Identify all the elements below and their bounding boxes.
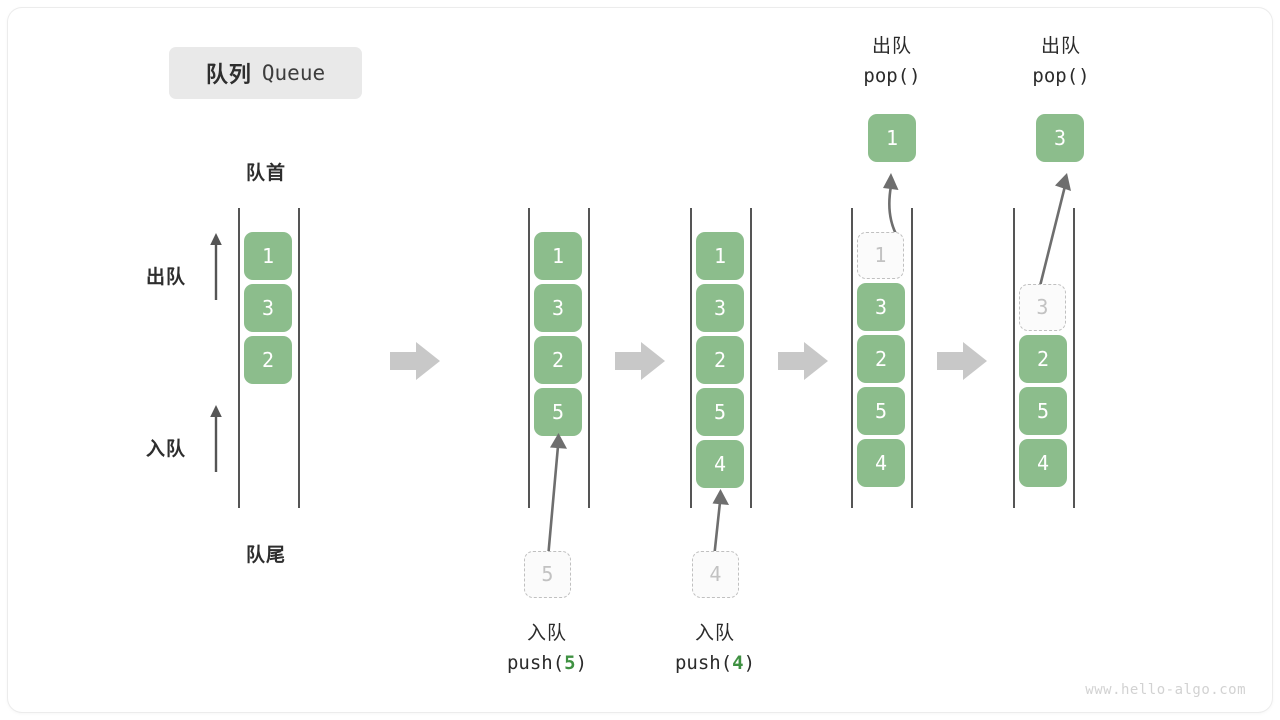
step-arrow-icon (937, 342, 987, 380)
rail-right-col1 (298, 208, 300, 508)
pop-1-caption-code: pop() (863, 64, 921, 87)
queue-cell: 5 (1019, 386, 1067, 435)
rail-left-col2 (528, 208, 530, 508)
queue-cell: 1 (534, 232, 582, 280)
queue-cell: 3 (244, 284, 292, 332)
push-4-caption-code: push(4) (674, 651, 756, 674)
watermark: www.hello-algo.com (1085, 682, 1246, 698)
queue-column-initial: 1 3 2 (244, 232, 292, 384)
queue-cell: 5 (696, 388, 744, 436)
queue-cell: 1 (696, 232, 744, 280)
push-5-motion-arrow (546, 433, 567, 560)
enqueue-direction-arrow (210, 405, 222, 472)
step-arrow-icon (778, 342, 828, 380)
queue-cell-new: 5 (534, 388, 582, 436)
rail-left-col1 (238, 208, 240, 508)
queue-cell: 2 (244, 336, 292, 384)
title-chinese: 队列 (205, 62, 252, 87)
step-arrow-icon (390, 342, 440, 380)
enqueue-side-label: 入队 (146, 439, 187, 460)
rail-right-col5 (1073, 208, 1075, 508)
rail-left-col5 (1013, 208, 1015, 508)
queue-cell: 4 (857, 438, 905, 487)
push-4-caption: 入队 push(4) (640, 620, 790, 677)
queue-cell: 2 (857, 334, 905, 383)
title-english: Queue (261, 61, 326, 85)
dequeue-side-label: 出队 (146, 267, 187, 288)
push-4-ghost-cell: 4 (692, 551, 739, 598)
diagram-title-badge: 队列 Queue (169, 47, 362, 99)
rail-left-col4 (851, 208, 853, 508)
queue-cell: 5 (857, 386, 905, 435)
queue-cell: 3 (696, 284, 744, 332)
push-4-caption-cn: 入队 (694, 623, 735, 644)
queue-head-label: 队首 (245, 163, 286, 184)
queue-cell: 1 (244, 232, 292, 280)
rail-left-col3 (690, 208, 692, 508)
pop-1-caption: 出队 pop() (817, 33, 967, 90)
queue-cell-ghost: 1 (857, 232, 904, 279)
rail-right-col4 (911, 208, 913, 508)
queue-cell: 3 (857, 282, 905, 331)
pop-3-caption-cn: 出队 (1040, 36, 1081, 57)
queue-cell-new: 4 (696, 440, 744, 488)
push-4-motion-arrow (712, 489, 729, 560)
push-5-caption-cn: 入队 (526, 623, 567, 644)
push-5-caption-code: push(5) (506, 651, 588, 674)
queue-column-after-pop-3: 3 2 5 4 (1019, 232, 1067, 487)
queue-cell-ghost: 3 (1019, 284, 1066, 331)
rail-right-col3 (750, 208, 752, 508)
queue-cell: 2 (534, 336, 582, 384)
queue-column-after-push-5: 1 3 2 5 (534, 232, 582, 436)
pop-1-caption-cn: 出队 (871, 36, 912, 57)
popped-cell-3: 3 (1036, 114, 1084, 162)
queue-tail-label: 队尾 (245, 545, 286, 566)
queue-cell: 3 (534, 284, 582, 332)
rail-right-col2 (588, 208, 590, 508)
queue-cell: 4 (1019, 438, 1067, 487)
queue-column-after-push-4: 1 3 2 5 4 (696, 232, 744, 488)
dequeue-direction-arrow (210, 233, 222, 300)
pop-3-caption: 出队 pop() (986, 33, 1136, 90)
queue-column-after-pop-1: 1 3 2 5 4 (857, 232, 905, 487)
pop-1-motion-arrow (883, 173, 899, 236)
popped-cell-1: 1 (868, 114, 916, 162)
queue-cell: 2 (696, 336, 744, 384)
pop-3-motion-arrow (1038, 173, 1071, 288)
queue-cell: 2 (1019, 334, 1067, 383)
pop-3-caption-code: pop() (1032, 64, 1090, 87)
push-5-ghost-cell: 5 (524, 551, 571, 598)
push-5-caption: 入队 push(5) (472, 620, 622, 677)
step-arrow-icon (615, 342, 665, 380)
